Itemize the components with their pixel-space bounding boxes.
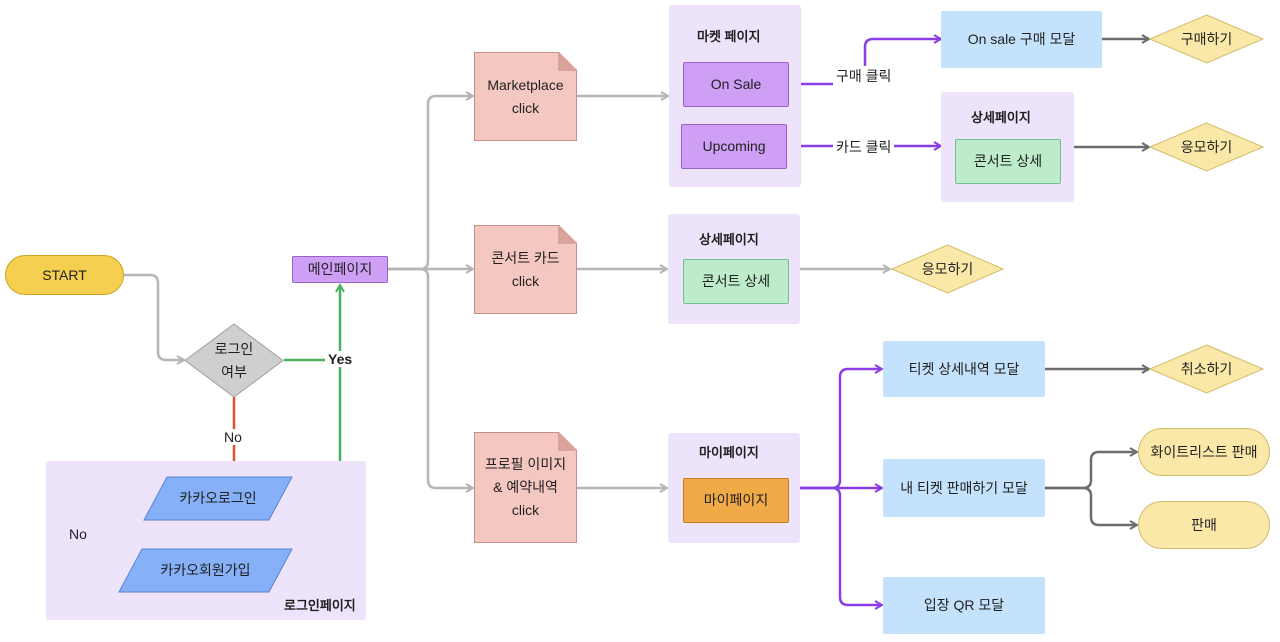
sell-action[interactable]: 판매: [1138, 501, 1270, 549]
whitelist-sell-label: 화이트리스트 판매: [1150, 443, 1258, 460]
kakao-signup-text-wrap: 카카오회원가입: [118, 548, 293, 593]
apply-action-1-shape: [1149, 122, 1264, 172]
upcoming-label: Upcoming: [702, 138, 766, 155]
cancel-action[interactable]: 취소하기: [1149, 344, 1264, 394]
detail-page-top-title: 상세페이지: [971, 110, 1031, 125]
login-check-line-2: 여부: [221, 363, 247, 380]
apply-action-2-text: 응모하기: [891, 244, 1004, 294]
edge-start-to-login-check: [124, 273, 184, 360]
edge-ticket-sell-to-whitelist: [1045, 452, 1137, 490]
concert-detail-mid-label: 콘서트 상세: [701, 273, 771, 290]
marketplace-click-doc[interactable]: Marketplace click: [474, 52, 577, 141]
edge-mypage-to-ticket-detail: [789, 369, 882, 490]
cancel-action-text: 취소하기: [1149, 344, 1264, 394]
no-label-1: No: [221, 429, 245, 445]
buy-click-label: 구매 클릭: [833, 66, 895, 86]
buy-action[interactable]: 구매하기: [1149, 14, 1264, 64]
concert-card-click-doc[interactable]: 콘서트 카드 click: [474, 225, 577, 314]
buy-action-label: 구매하기: [1180, 30, 1233, 47]
apply-action-1-text: 응모하기: [1149, 122, 1264, 172]
on-sale-label: On Sale: [710, 76, 762, 93]
sell-label: 판매: [1191, 516, 1217, 533]
marketplace-line-2: click: [511, 99, 540, 116]
profile-click-doc[interactable]: 프로필 이미지 & 예약내역 click: [474, 432, 577, 543]
concert-detail-mid-box[interactable]: 콘서트 상세: [683, 259, 789, 304]
ticket-detail-modal[interactable]: 티켓 상세내역 모달: [883, 341, 1045, 397]
kakao-login-node[interactable]: 카카오로그인: [143, 476, 293, 521]
login-page-title: 로그인페이지: [284, 598, 356, 613]
kakao-signup-label: 카카오회원가입: [160, 562, 251, 579]
on-sale-buy-modal[interactable]: On sale 구매 모달: [941, 11, 1102, 68]
entry-qr-modal-label: 입장 QR 모달: [923, 597, 1005, 614]
main-page-label: 메인페이지: [307, 261, 373, 278]
edge-yes-to-main: [284, 285, 340, 362]
concert-detail-top-box[interactable]: 콘서트 상세: [955, 139, 1061, 184]
apply-action-2-shape: [891, 244, 1004, 294]
on-sale-button[interactable]: On Sale: [683, 62, 789, 107]
edge-mypage-to-entry-qr: [789, 486, 882, 605]
profile-line-2: & 예약내역: [493, 478, 558, 495]
concert-card-line-2: click: [511, 272, 540, 289]
main-page-node[interactable]: 메인페이지: [292, 256, 388, 283]
kakao-login-text-wrap: 카카오로그인: [143, 476, 293, 521]
ticket-sell-modal[interactable]: 내 티켓 판매하기 모달: [883, 459, 1045, 517]
login-check-diamond-shape: [184, 323, 284, 398]
start-node[interactable]: START: [5, 255, 124, 295]
on-sale-buy-modal-label: On sale 구매 모달: [967, 31, 1076, 48]
login-check-line-1: 로그인: [214, 341, 254, 358]
login-check-decision[interactable]: 로그인 여부: [184, 323, 284, 398]
upcoming-button[interactable]: Upcoming: [681, 124, 787, 169]
kakao-login-label: 카카오로그인: [179, 490, 257, 507]
yes-label: Yes: [325, 351, 356, 367]
edge-main-to-profile: [388, 267, 473, 488]
apply-action-2[interactable]: 응모하기: [891, 244, 1004, 294]
cancel-action-label: 취소하기: [1180, 360, 1233, 377]
whitelist-sell-action[interactable]: 화이트리스트 판매: [1138, 428, 1270, 476]
apply-action-2-label: 응모하기: [921, 260, 974, 277]
kakao-login-shape: [143, 476, 293, 521]
my-page-title: 마이페이지: [699, 445, 759, 460]
ticket-sell-modal-label: 내 티켓 판매하기 모달: [900, 479, 1028, 496]
buy-action-shape: [1149, 14, 1264, 64]
detail-page-mid-title: 상세페이지: [699, 232, 759, 247]
cancel-action-shape: [1149, 344, 1264, 394]
my-page-button-label: 마이페이지: [703, 492, 769, 509]
market-page-title: 마켓 페이지: [697, 29, 761, 44]
edge-main-to-marketplace: [388, 96, 473, 271]
kakao-signup-shape: [118, 548, 293, 593]
edge-ticket-sell-to-sell: [1045, 486, 1137, 525]
apply-action-1-label: 응모하기: [1180, 138, 1233, 155]
login-check-text: 로그인 여부: [184, 323, 284, 398]
card-click-label: 카드 클릭: [833, 137, 895, 157]
apply-action-1[interactable]: 응모하기: [1149, 122, 1264, 172]
ticket-detail-modal-label: 티켓 상세내역 모달: [908, 360, 1020, 377]
kakao-signup-node[interactable]: 카카오회원가입: [118, 548, 293, 593]
no-label-2: No: [66, 526, 90, 542]
buy-action-text: 구매하기: [1149, 14, 1264, 64]
concert-detail-top-label: 콘서트 상세: [973, 153, 1043, 170]
concert-card-line-1: 콘서트 카드: [491, 250, 560, 267]
entry-qr-modal[interactable]: 입장 QR 모달: [883, 577, 1045, 634]
profile-line-3: click: [511, 502, 540, 519]
my-page-button[interactable]: 마이페이지: [683, 478, 789, 523]
start-label: START: [42, 266, 87, 283]
profile-line-1: 프로필 이미지: [484, 455, 567, 472]
marketplace-line-1: Marketplace: [487, 77, 564, 94]
